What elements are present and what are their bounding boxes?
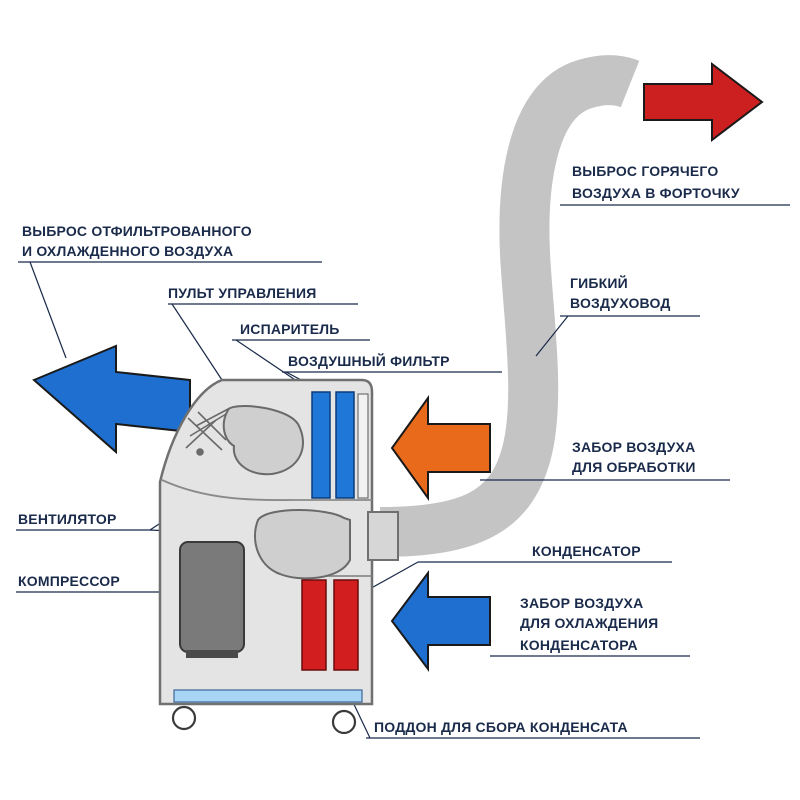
label-compressor: КОМПРЕССОР [18, 573, 120, 589]
upper-fan [222, 405, 304, 476]
label-cooled-air-line1: ВЫБРОС ОТФИЛЬТРОВАННОГО [22, 223, 252, 239]
upper-partition [161, 479, 372, 501]
label-condenser-intake-line2: ДЛЯ ОХЛАЖДЕНИЯ [520, 615, 658, 631]
evaporator-coil-right [335, 391, 355, 499]
condenser-coil-left [301, 579, 327, 671]
label-hot-air-line2: ВОЗДУХА В ФОРТОЧКУ [572, 185, 740, 201]
duct-connector [367, 511, 399, 561]
cooled-air-outlet-arrow [32, 344, 191, 455]
air-intake-arrow [390, 394, 491, 502]
condenser-coil-right [333, 579, 359, 671]
wheel-right [331, 709, 357, 735]
label-condenser-intake-line3: КОНДЕНСАТОРА [520, 637, 638, 653]
label-condenser-intake-line1: ЗАБОР ВОЗДУХА [520, 595, 643, 611]
evaporator-coil-left [311, 391, 331, 499]
label-hot-air-line1: ВЫБРОС ГОРЯЧЕГО [572, 163, 718, 179]
label-intake-line2: ДЛЯ ОБРАБОТКИ [572, 459, 696, 475]
condenser-intake-arrow [390, 570, 491, 672]
label-air-filter: ВОЗДУШНЫЙ ФИЛЬТР [288, 352, 450, 369]
label-evaporator: ИСПАРИТЕЛЬ [240, 321, 340, 337]
leader-control-panel [171, 303, 223, 381]
leader-cooled-air [29, 261, 67, 359]
compressor [179, 541, 245, 653]
leader-duct [535, 315, 569, 357]
label-duct-line2: ВОЗДУХОВОД [570, 295, 671, 311]
label-fan: ВЕНТИЛЯТОР [18, 511, 117, 527]
hot-air-exhaust-arrow [643, 61, 764, 143]
flexible-duct [379, 55, 640, 557]
control-panel-grille [185, 407, 231, 456]
label-duct-line1: ГИБКИЙ [570, 274, 628, 291]
drain-tray [173, 689, 363, 703]
label-condenser: КОНДЕНСАТОР [532, 543, 641, 559]
air-filter [357, 393, 369, 499]
lower-fan [254, 509, 351, 580]
wheel-left [171, 705, 197, 731]
label-cooled-air-line2: И ОХЛАЖДЕННОГО ВОЗДУХА [22, 243, 233, 259]
label-control-panel: ПУЛЬТ УПРАВЛЕНИЯ [168, 285, 317, 301]
compressor-base [186, 650, 238, 658]
label-drain-tray: ПОДДОН ДЛЯ СБОРА КОНДЕНСАТА [374, 719, 628, 735]
label-intake-line1: ЗАБОР ВОЗДУХА [572, 439, 695, 455]
